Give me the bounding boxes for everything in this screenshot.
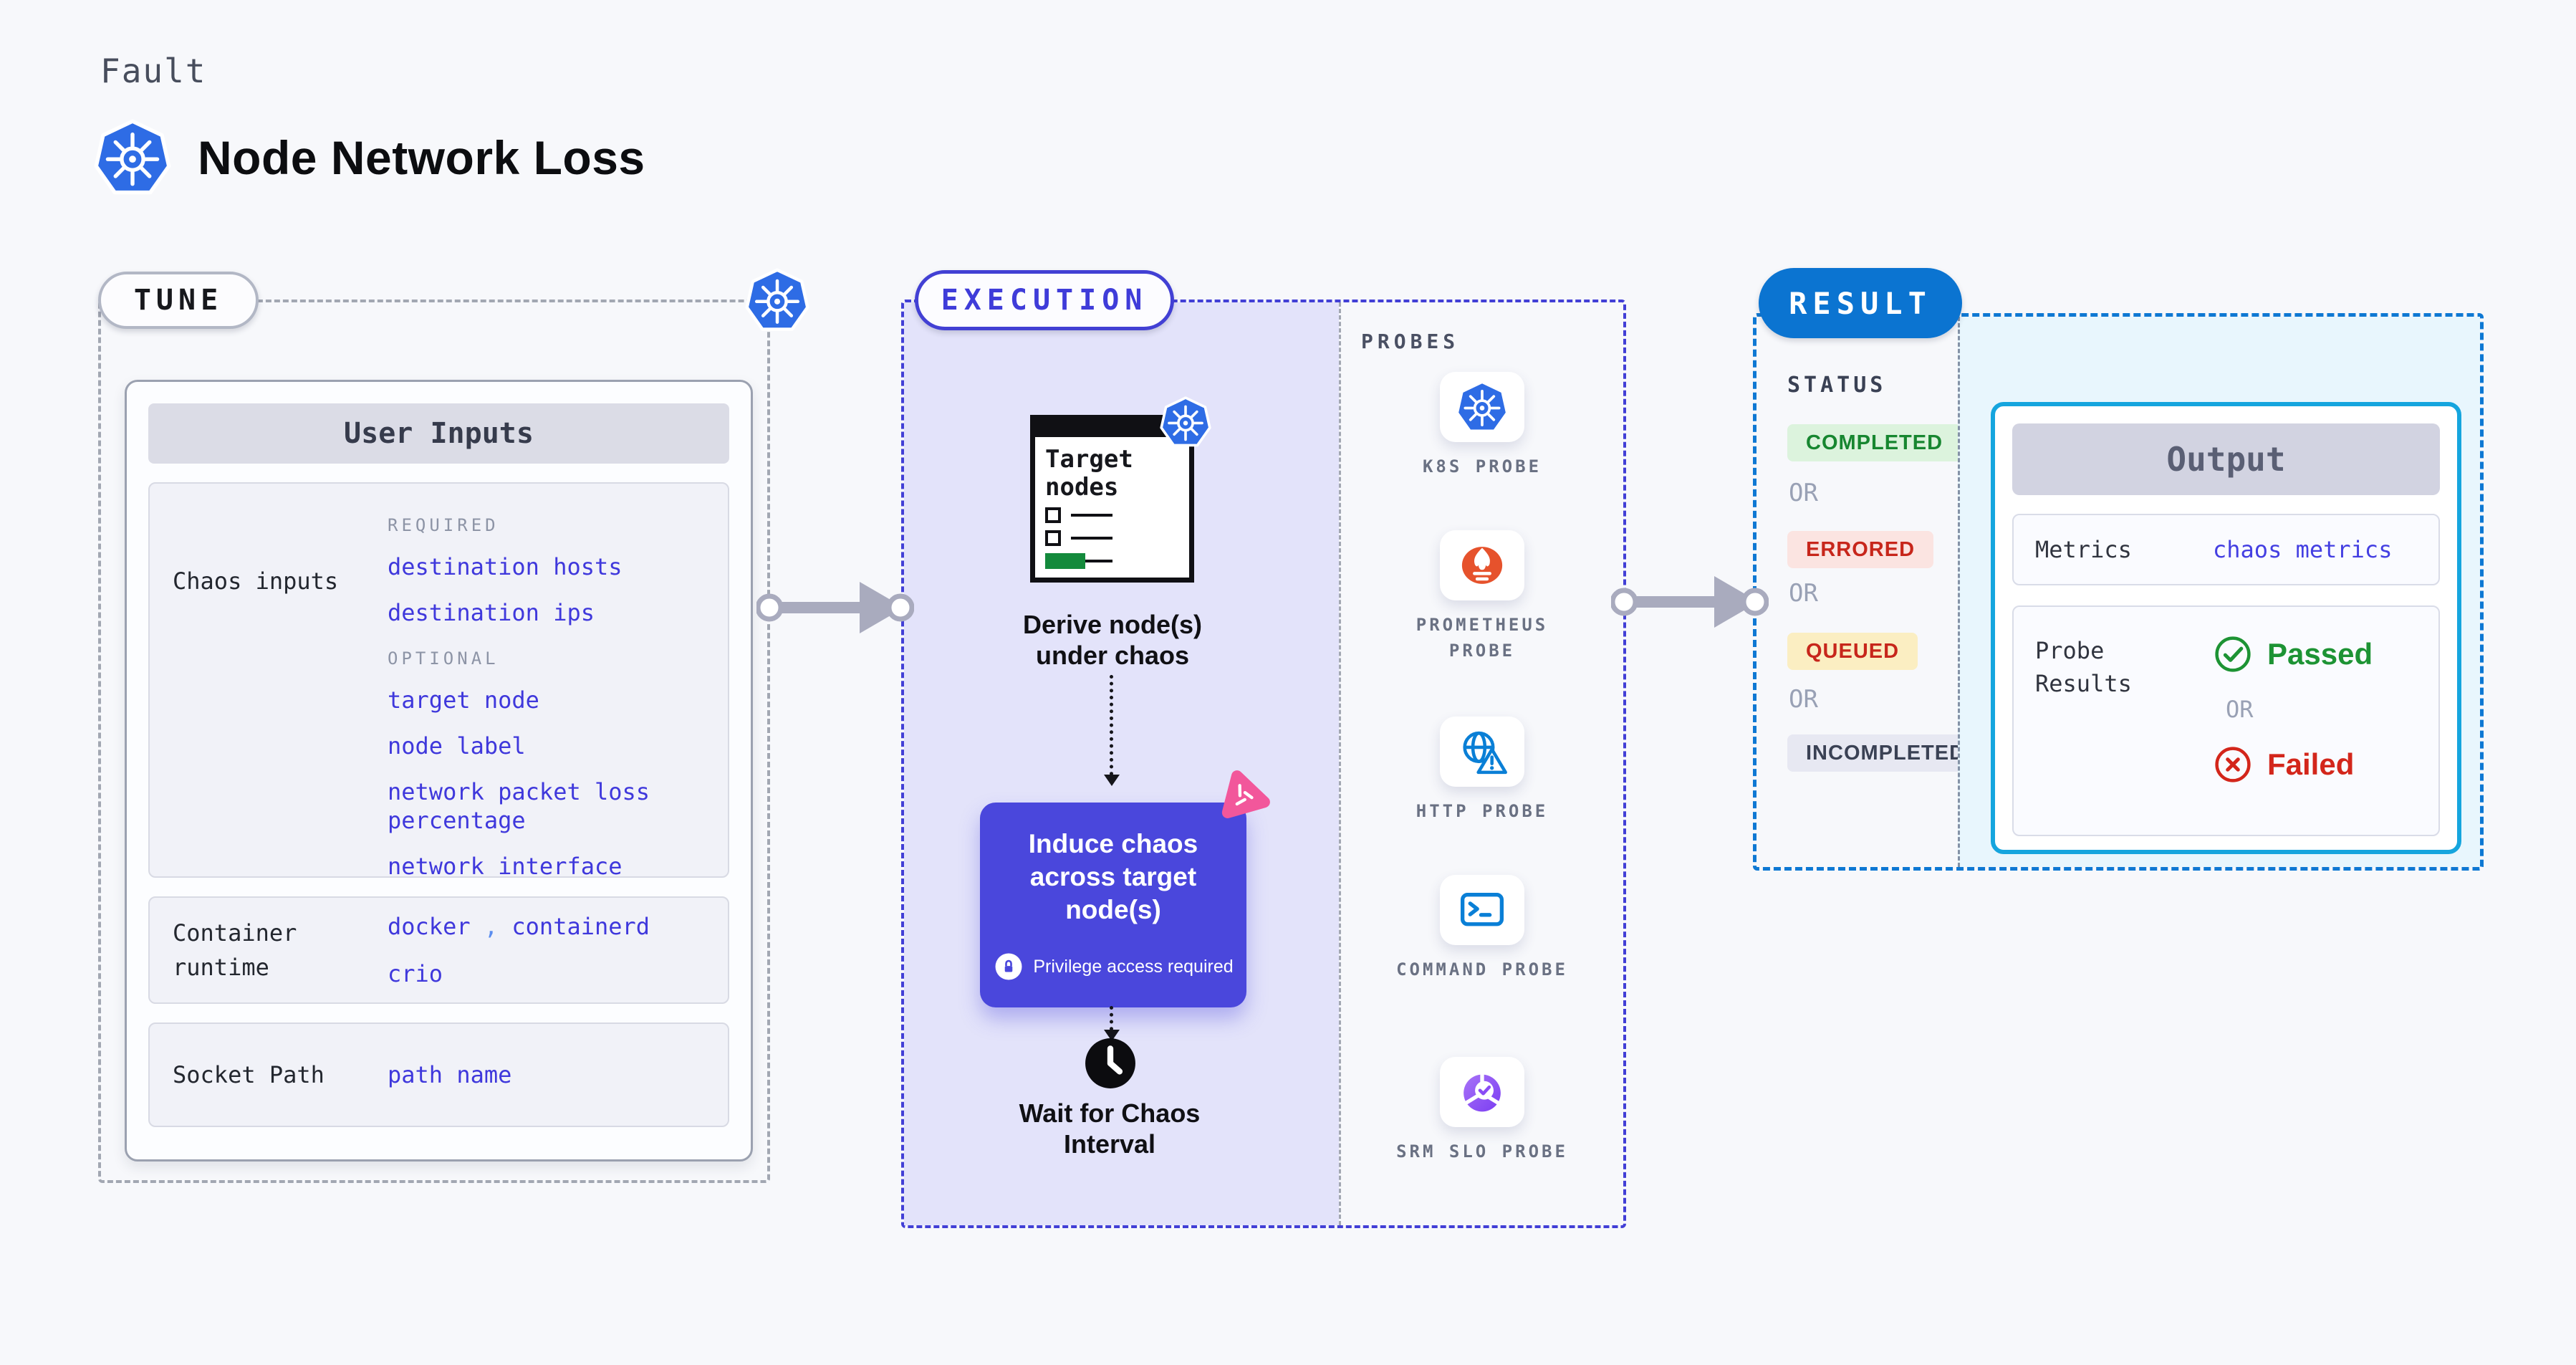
execution-section-pill: EXECUTION (915, 270, 1174, 330)
probe-label: K8S PROBE (1422, 456, 1542, 476)
input-destination-ips: destination ips (388, 599, 595, 626)
or-label: OR (2226, 696, 2254, 723)
or-label: OR (1789, 479, 1818, 507)
derive-nodes-step: Derive node(s) under chaos (1022, 610, 1203, 671)
probe-item-command: COMMAND PROBE (1375, 875, 1590, 982)
probe-results-label: Probe Results (2035, 637, 2132, 698)
probe-label: PROMETHEUS PROBE (1416, 615, 1549, 661)
user-inputs-title: User Inputs (148, 403, 729, 464)
probes-panel-title: PROBES (1361, 330, 1460, 353)
input-network-packet-loss-percentage: network packet loss percentage (388, 778, 650, 834)
flow-arrow-down (1104, 675, 1120, 786)
fault-kicker: Fault (100, 52, 207, 90)
status-column: STATUS COMPLETED OR ERRORED OR QUEUED OR… (1756, 317, 1984, 867)
optional-heading: OPTIONAL (388, 648, 499, 669)
or-label: OR (1789, 579, 1818, 608)
result-section-pill: RESULT (1759, 268, 1962, 338)
page-title: Node Network Loss (198, 131, 645, 184)
status-badge-incompleted: INCOMPLETED (1787, 734, 1984, 772)
container-runtime-label: Container runtime (173, 919, 297, 981)
kubernetes-icon (745, 268, 809, 332)
required-heading: REQUIRED (388, 515, 499, 535)
induce-chaos-title: Induce chaos across target node(s) (1028, 828, 1198, 925)
socket-path-value: path name (388, 1061, 512, 1088)
passed-label: Passed (2267, 637, 2373, 671)
or-label: OR (1789, 685, 1818, 714)
induce-chaos-box: Induce chaos across target node(s) Privi… (980, 803, 1246, 1007)
failed-result: Failed (2213, 744, 2373, 785)
kubernetes-icon (94, 119, 171, 196)
status-badge-completed: COMPLETED (1787, 424, 1962, 461)
metrics-row: Metrics chaos metrics (2012, 514, 2440, 585)
failed-label: Failed (2267, 747, 2355, 781)
execution-to-result-arrow (1611, 566, 1769, 638)
flow-arrow-down (1104, 1006, 1120, 1041)
http-globe-icon (1455, 724, 1509, 779)
result-section: STATUS COMPLETED OR ERRORED OR QUEUED OR… (1753, 313, 2484, 871)
privilege-note-text: Privilege access required (1033, 956, 1234, 977)
prometheus-icon (1455, 538, 1509, 593)
probe-item-k8s: K8S PROBE (1375, 372, 1590, 479)
container-runtime-row: Container runtime docker , containerd cr… (148, 896, 729, 1004)
check-circle-icon (2213, 634, 2253, 674)
probes-panel: PROBES K8S PROBE PROMETHEUS PROBE HTTP P… (1339, 302, 1623, 1225)
status-badge-errored: ERRORED (1787, 531, 1934, 568)
socket-path-row: Socket Path path name (148, 1022, 729, 1127)
status-badge-queued: QUEUED (1787, 633, 1918, 670)
x-circle-icon (2213, 744, 2253, 785)
chaos-inputs-label: Chaos inputs (173, 567, 339, 595)
input-destination-hosts: destination hosts (388, 553, 623, 580)
probe-label: SRM SLO PROBE (1396, 1141, 1568, 1162)
lock-icon (993, 951, 1024, 982)
checkbox-icon (1045, 530, 1061, 546)
input-node-label: node label (388, 732, 526, 760)
probe-item-http: HTTP PROBE (1375, 717, 1590, 824)
terminal-icon (1455, 883, 1509, 937)
probe-label: HTTP PROBE (1416, 801, 1549, 821)
probe-results-row: Probe Results Passed OR Failed (2012, 605, 2440, 836)
passed-result: Passed (2213, 634, 2373, 674)
input-network-interface: network interface (388, 853, 623, 880)
checkbox-icon (1045, 507, 1061, 523)
probe-item-srm-slo: SRM SLO PROBE (1375, 1057, 1590, 1164)
wait-interval-step: Wait for Chaos Interval (1019, 1098, 1201, 1159)
probe-item-prometheus: PROMETHEUS PROBE (1375, 530, 1590, 664)
clock-icon (1083, 1036, 1138, 1091)
privilege-note: Privilege access required (993, 951, 1234, 982)
status-heading: STATUS (1787, 373, 1887, 398)
runtime-crio: crio (388, 960, 443, 987)
socket-path-label: Socket Path (173, 1061, 325, 1088)
user-inputs-card: User Inputs Chaos inputs REQUIRED destin… (125, 380, 753, 1162)
execution-section: PROBES K8S PROBE PROMETHEUS PROBE HTTP P… (901, 300, 1626, 1228)
k8s-icon (1456, 380, 1509, 434)
progress-bar (1045, 553, 1085, 569)
output-panel: Output Metrics chaos metrics Probe Resul… (1958, 317, 2480, 867)
input-target-node: target node (388, 686, 539, 714)
metrics-label: Metrics (2035, 535, 2132, 563)
probe-label: COMMAND PROBE (1396, 959, 1568, 980)
kubernetes-icon (1160, 396, 1211, 448)
target-nodes-title: Target nodes (1045, 445, 1133, 502)
chaos-inputs-row: Chaos inputs REQUIRED destination hosts … (148, 482, 729, 880)
tune-section (98, 300, 770, 1183)
runtime-values: docker , containerd (388, 913, 650, 940)
tune-to-execution-arrow (756, 572, 914, 643)
slo-chart-icon (1455, 1065, 1509, 1119)
metrics-value: chaos metrics (2213, 536, 2393, 563)
tune-section-pill: TUNE (98, 272, 259, 329)
output-card: Output Metrics chaos metrics Probe Resul… (1991, 402, 2461, 854)
output-card-title: Output (2012, 423, 2440, 495)
